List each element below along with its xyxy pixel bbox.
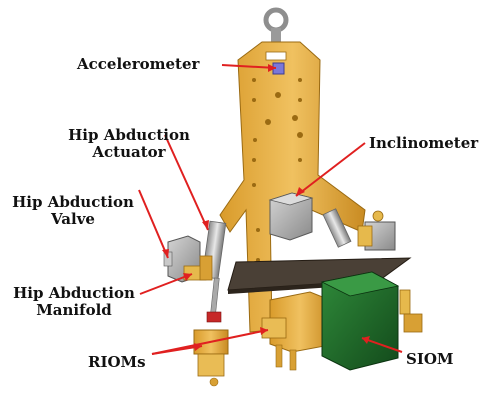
label-hip-abduction-actuator-line2: Actuator: [92, 143, 166, 161]
lifting-eye: [263, 7, 289, 42]
right-actuator: [322, 208, 396, 251]
lower-riom-part: [193, 329, 229, 387]
leader-rioms-right: [151, 329, 269, 355]
label-accelerometer: Accelerometer: [77, 55, 200, 73]
label-inclinometer: Inclinometer: [369, 134, 479, 152]
leader-valve: [138, 189, 169, 259]
leader-arrowheads: [162, 64, 370, 351]
label-hip-abduction-valve-line2: Valve: [51, 210, 95, 228]
leader-siom: [361, 337, 403, 353]
leader-inclinometer: [295, 142, 366, 197]
label-siom: SIOM: [406, 350, 454, 368]
label-hip-abduction-actuator: Hip Abduction Actuator: [62, 127, 196, 161]
label-rioms: RIOMs: [88, 353, 146, 371]
label-hip-abduction-manifold: Hip Abduction Manifold: [7, 285, 141, 319]
leader-accelerometer: [221, 64, 277, 69]
leader-actuator: [164, 134, 209, 231]
leader-manifold: [139, 273, 193, 295]
label-hip-abduction-manifold-line2: Manifold: [36, 301, 112, 319]
inclinometer-part: [268, 192, 314, 241]
label-hip-abduction-valve-line1: Hip Abduction: [12, 193, 134, 211]
label-hip-abduction-valve: Hip Abduction Valve: [6, 194, 140, 228]
label-hip-abduction-manifold-line1: Hip Abduction: [13, 284, 135, 302]
leader-lines: [138, 64, 403, 355]
riom-part: [261, 291, 331, 371]
siom-part: [320, 271, 423, 371]
label-hip-abduction-actuator-line1: Hip Abduction: [68, 126, 190, 144]
